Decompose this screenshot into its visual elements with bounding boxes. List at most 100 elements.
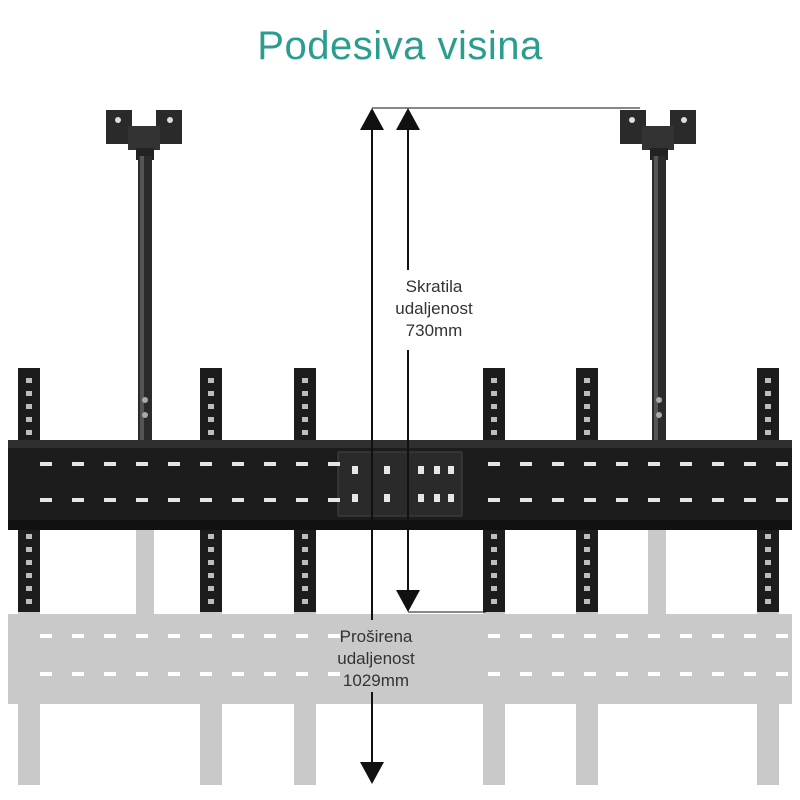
rail-hole [584,391,590,396]
bar-hole [232,498,244,502]
rail-hole [584,430,590,435]
rail-hole [26,430,32,435]
bar-holes [40,462,788,502]
bar-hole [418,494,424,502]
bar-hole [384,494,390,502]
bar-hole [296,634,308,638]
bar-hole [296,498,308,502]
bar-hole [136,462,148,466]
bar-hole [776,462,788,466]
bar-hole [136,634,148,638]
dimension-guides [372,107,640,613]
bar-hole [616,672,628,676]
rail-hole [302,586,308,591]
bar-hole [232,462,244,466]
rail-hole [302,378,308,383]
bar-hole [352,466,358,474]
rail-hole [208,534,214,539]
extended-distance-value: 1029mm [342,671,410,690]
bar-hole [328,462,340,466]
bar-hole [434,466,440,474]
extended-distance-line1: Proširena [339,627,413,646]
bar-hole [264,462,276,466]
bar-hole [232,672,244,676]
rail-hole [584,560,590,565]
rail-hole [26,599,32,604]
bar-hole [418,466,424,474]
rail-hole [491,404,497,409]
extended-distance-arrow [360,108,384,784]
bar-hole [434,494,440,502]
bar-hole [448,494,454,502]
short-distance-arrow [396,108,420,612]
rail-hole [765,586,771,591]
bar-hole [328,498,340,502]
rail-hole [26,560,32,565]
bar-hole [744,634,756,638]
bar-hole [264,672,276,676]
bar-hole [72,672,84,676]
rail-hole [208,417,214,422]
short-distance-line2: udaljenost [395,299,473,318]
arrow-up-icon [396,108,420,130]
rail-holes [26,378,771,604]
bar-hole [648,498,660,502]
rail-hole [26,534,32,539]
rail-hole [491,573,497,578]
bar-hole [168,498,180,502]
arrow-down-icon [396,590,420,612]
rail-hole [26,573,32,578]
rail-hole [584,378,590,383]
rail-hole [765,378,771,383]
bar-hole [744,672,756,676]
rail-hole [26,547,32,552]
bar-hole [520,462,532,466]
bar-hole [488,462,500,466]
rail-hole [26,417,32,422]
bar-hole [168,462,180,466]
bar-hole [680,498,692,502]
bar-hole [680,634,692,638]
bar-hole [584,462,596,466]
extended-distance-line2: udaljenost [337,649,415,668]
bar-hole [104,672,116,676]
rail-hole [208,430,214,435]
bar-hole [296,672,308,676]
ceiling-bracket-icon [620,110,696,446]
bar-hole [40,498,52,502]
rail-hole [584,586,590,591]
rail-hole [765,534,771,539]
rail-hole [765,417,771,422]
rail-hole [491,391,497,396]
rail-hole [765,560,771,565]
rail-hole [491,430,497,435]
bar-hole [200,634,212,638]
bar-hole [712,498,724,502]
bar-hole [648,672,660,676]
ceiling-bracket-icon [106,110,182,446]
short-distance-label: Skratila udaljenost 730mm [374,276,494,342]
rail-hole [765,430,771,435]
bar-hole [328,634,340,638]
bar-hole [488,634,500,638]
extended-distance-label: Proširena udaljenost 1029mm [318,626,434,692]
bar-hole [264,634,276,638]
rail-hole [584,534,590,539]
rail-hole [208,573,214,578]
rail-hole [491,560,497,565]
rail-hole [208,599,214,604]
bar-hole [552,462,564,466]
bar-hole [680,672,692,676]
bar-hole [448,466,454,474]
rail-hole [302,599,308,604]
bar-hole [72,462,84,466]
bar-hole [200,462,212,466]
bar-hole [776,498,788,502]
bar-hole [616,498,628,502]
rail-hole [491,599,497,604]
rail-hole [584,404,590,409]
bar-hole [648,634,660,638]
bar-hole [72,498,84,502]
rail-hole [302,430,308,435]
